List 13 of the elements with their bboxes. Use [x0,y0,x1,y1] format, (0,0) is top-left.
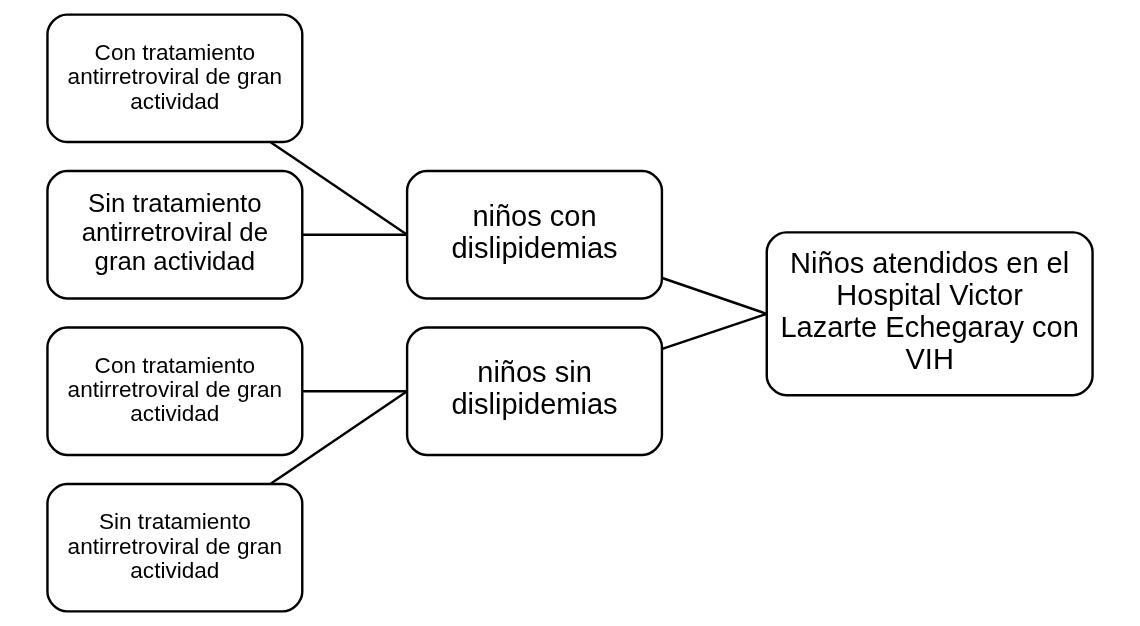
connector [661,276,768,315]
node-box: Con tratamiento antirretroviral de gran actividad [46,13,304,144]
node-box: Sin tratamiento antirretroviral de gran actividad [46,169,304,300]
node-box: Sin tratamiento antirretroviral de gran actividad [46,482,304,613]
connector [270,390,408,485]
connector [270,141,408,236]
node-box: niños con dislipidemias [405,169,664,300]
node-box: Con tratamiento antirretroviral de gran actividad [46,326,304,457]
connector [302,233,408,236]
connector [302,390,408,393]
node-box: niños sin dislipidemias [405,326,664,457]
connector [661,312,768,351]
node-box: Niños atendidos en el Hospital Victor Lazarte Echegaray con VIH [765,231,1094,397]
